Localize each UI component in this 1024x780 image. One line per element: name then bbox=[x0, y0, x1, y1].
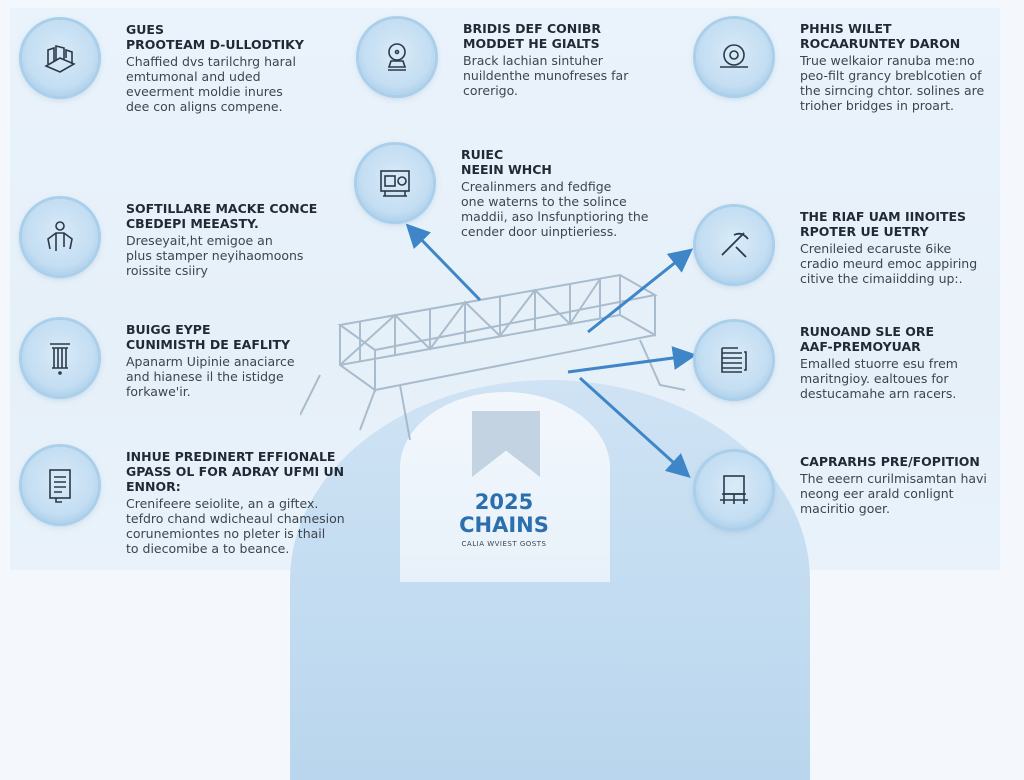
item-description: True welkaior ranuba me:no peo-filt gran… bbox=[800, 53, 985, 113]
center-subtitle: CALIA WVIEST GOSTS bbox=[461, 540, 547, 548]
item-title: BRIDIS DEF CONIBR MODDET HE GIALTS bbox=[463, 21, 602, 51]
item-description: The eeern curilmisamtan havi neong eer a… bbox=[800, 471, 987, 516]
item-title: RUNOAND SLE ORE AAF-PREMOYUAR bbox=[800, 324, 935, 354]
item-title: RUIEC NEEIN WHCH bbox=[461, 147, 552, 177]
item-description: Apanarm Uipinie anaciarce and hianese il… bbox=[126, 354, 295, 399]
machinery-icon bbox=[22, 20, 98, 96]
item-description: Brack lachian sintuher nuildenthe munofr… bbox=[463, 53, 629, 98]
hammer-icon bbox=[696, 207, 772, 283]
item-description: Crenifeere seiolite, an a giftex. tefdro… bbox=[126, 496, 345, 556]
feature-item: SOFTILLARE MACKE CONCE CBEDEPI MEEASTY.D… bbox=[22, 199, 317, 278]
sensor-icon bbox=[359, 19, 435, 95]
checklist-icon bbox=[22, 447, 98, 523]
item-description: Dreseyait,ht emigoe an plus stamper neyi… bbox=[126, 233, 304, 278]
item-title: BUIGG EYPE CUNIMISTH DE EAFLITY bbox=[126, 322, 291, 352]
pillar-icon bbox=[22, 320, 98, 396]
center-title: CHAINS bbox=[459, 513, 549, 537]
worker-icon bbox=[22, 199, 98, 275]
item-description: Crealinmers and fedfige one waterns to t… bbox=[461, 179, 649, 239]
item-description: Chaffied dvs tarilchrg haral emtumonal a… bbox=[126, 54, 296, 114]
feature-item: CAPRARHS PRE/FOPITION The eeern curilmisa… bbox=[696, 452, 987, 528]
item-title: PHHIS WILET ROCAARUNTEY DARON bbox=[800, 21, 961, 51]
monitor-icon bbox=[357, 145, 433, 221]
layers-icon bbox=[696, 322, 772, 398]
center-year: 2025 bbox=[474, 490, 534, 514]
item-title: THE RIAF UAM IINOITES RPOTER UE UETRY bbox=[800, 209, 967, 239]
item-title: GUES PROOTEAM D-ULLODTIKY bbox=[126, 22, 304, 52]
gear-icon bbox=[696, 19, 772, 95]
item-description: Emalled stuorre esu frem maritngioy. eal… bbox=[800, 356, 958, 401]
feature-item: INHUE PREDINERT EFFIONALE GPASS OL FOR A… bbox=[22, 447, 345, 556]
crane-icon bbox=[696, 452, 772, 528]
item-title: SOFTILLARE MACKE CONCE CBEDEPI MEEASTY. bbox=[126, 201, 318, 231]
item-title: CAPRARHS PRE/FOPITION bbox=[800, 454, 980, 469]
item-description: Crenileied ecaruste 6ike cradio meurd em… bbox=[800, 241, 978, 286]
item-title: INHUE PREDINERT EFFIONALE GPASS OL FOR A… bbox=[126, 449, 345, 494]
